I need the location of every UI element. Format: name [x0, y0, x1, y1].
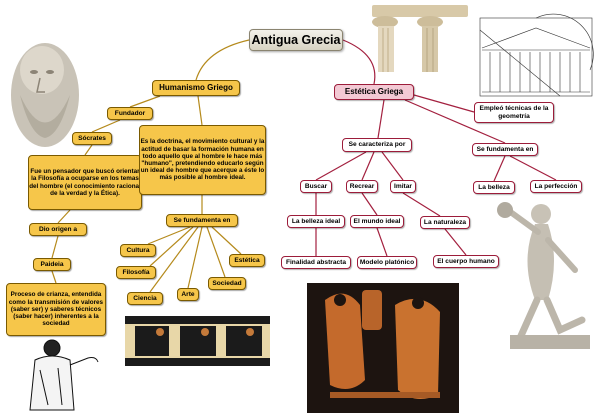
node-doctrina-description[interactable]: Es la doctrina, el movimiento cultural y…: [139, 125, 266, 195]
node-objeto-mundo-ideal[interactable]: El mundo ideal: [350, 215, 404, 228]
node-base-estetica[interactable]: Estética: [229, 254, 265, 267]
ionic-columns-picture: [372, 5, 468, 72]
connector-line: [361, 151, 375, 181]
node-se-caracteriza[interactable]: Se caracteriza por: [342, 138, 412, 152]
connector-line: [57, 209, 71, 224]
philosopher-drawing-picture: [29, 339, 99, 411]
connector-line: [361, 192, 378, 216]
connector-line: [402, 192, 441, 217]
connector-line: [381, 151, 404, 181]
node-resultado-cuerpo-humano[interactable]: El cuerpo humano: [433, 255, 499, 268]
connector-line: [342, 39, 376, 85]
node-fundador-label[interactable]: Fundador: [107, 107, 153, 120]
greek-frieze-picture: [125, 316, 270, 366]
connector-line: [493, 155, 506, 182]
connector-line: [149, 226, 194, 267]
connector-line: [413, 94, 475, 113]
parthenon-geometry-picture: [479, 13, 594, 97]
node-empleo-geometria[interactable]: Empleó técnicas de la geometría: [474, 102, 554, 123]
node-caracteristica-imitar[interactable]: Imitar: [390, 180, 416, 193]
connector-line: [376, 227, 388, 257]
connector-line: [187, 226, 203, 289]
node-dio-origen[interactable]: Dio origen a: [29, 223, 87, 236]
connector-line: [51, 270, 57, 284]
node-socrates-description[interactable]: Fue un pensador que buscó orientar la Fi…: [28, 155, 142, 210]
connector-line: [444, 228, 467, 256]
node-se-fundamenta-estetica[interactable]: Se fundamenta en: [472, 143, 538, 156]
connector-line: [206, 226, 226, 278]
node-paideia-description[interactable]: Proceso de crianza, entendida como la tr…: [6, 283, 106, 336]
node-base-filosofia[interactable]: Filosofía: [116, 266, 156, 279]
connector-line: [51, 235, 59, 259]
connector-line: [129, 95, 161, 108]
node-base-cultura[interactable]: Cultura: [120, 244, 156, 257]
connector-line: [509, 155, 557, 181]
node-estetica-griega[interactable]: Estética Griega: [334, 84, 414, 100]
node-caracteristica-buscar[interactable]: Buscar: [300, 180, 332, 193]
connector-line: [377, 99, 385, 139]
connector-line: [149, 226, 199, 293]
node-base-ciencia[interactable]: Ciencia: [127, 292, 163, 305]
node-socrates[interactable]: Sócrates: [72, 132, 112, 145]
discobolus-statue-picture: [497, 202, 590, 349]
node-objeto-belleza-ideal[interactable]: La belleza ideal: [287, 215, 345, 228]
node-se-fundamenta-humanismo[interactable]: Se fundamenta en: [166, 214, 238, 227]
connector-line: [197, 95, 203, 126]
connector-line: [84, 144, 93, 156]
greek-vase-painting-picture: [307, 283, 459, 413]
connector-line: [195, 39, 250, 81]
node-base-sociedad[interactable]: Sociedad: [208, 277, 246, 290]
connector-line: [315, 151, 367, 181]
node-paideia[interactable]: Paideia: [33, 258, 71, 271]
node-resultado-modelo-platonico[interactable]: Modelo platónico: [357, 256, 417, 269]
node-fundamento-perfeccion[interactable]: La perfección: [530, 180, 582, 193]
connector-line: [147, 226, 191, 245]
connector-line: [404, 99, 506, 144]
root-node-antigua-grecia[interactable]: Antigua Grecia: [249, 29, 343, 51]
node-resultado-finalidad-abstracta[interactable]: Finalidad abstracta: [281, 256, 351, 269]
socrates-bust-picture: [11, 43, 79, 147]
node-fundamento-belleza[interactable]: La belleza: [473, 181, 515, 194]
node-humanismo-griego[interactable]: Humanismo Griego: [152, 80, 240, 96]
node-base-arte[interactable]: Arte: [177, 288, 199, 301]
node-objeto-naturaleza[interactable]: La naturaleza: [420, 216, 470, 229]
connector-line: [211, 226, 242, 255]
node-caracteristica-recrear[interactable]: Recrear: [346, 180, 378, 193]
connector-line: [91, 119, 121, 133]
